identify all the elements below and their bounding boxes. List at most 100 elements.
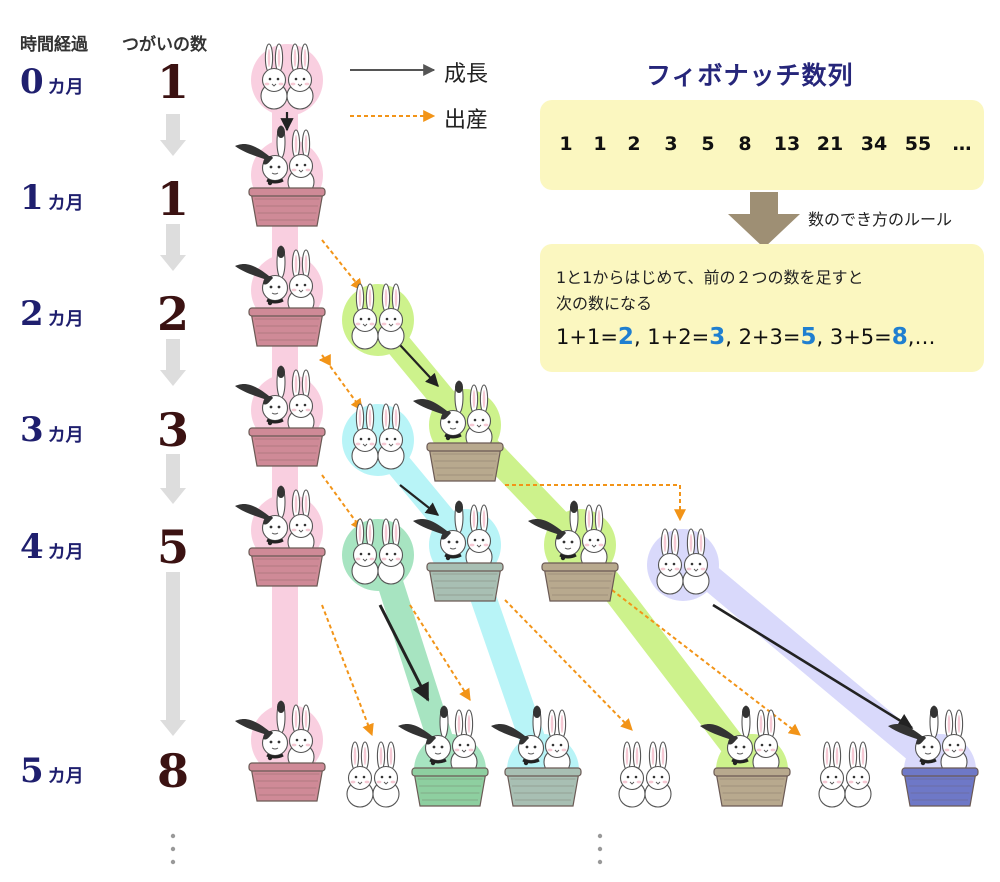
time-flow-arrow — [166, 339, 180, 372]
legend-birth-label: 出産 — [444, 108, 489, 133]
baby-rabbit-pair — [818, 741, 872, 808]
rule-formula: 1+1=2, 1+2=3, 2+3=5, 3+5=8,… — [556, 324, 935, 350]
month-number: 0 — [20, 62, 44, 102]
month-number: 1 — [20, 178, 44, 218]
basket-body — [506, 771, 580, 807]
adult-rabbit — [940, 709, 968, 776]
basket — [901, 767, 979, 807]
basket — [504, 767, 582, 807]
time-flow-arrow — [166, 224, 180, 257]
basket-body — [903, 771, 977, 807]
pair-circle — [342, 404, 414, 476]
pair-count-3: 3 — [156, 403, 189, 457]
sequence-term: 34 — [860, 133, 888, 155]
basket — [541, 562, 619, 602]
header-pair-count: つがいの数 — [122, 35, 207, 55]
sequence-term: … — [952, 133, 972, 155]
baby-rabbit — [644, 741, 672, 808]
baby-rabbit — [618, 741, 646, 808]
birth-arrow — [504, 599, 633, 731]
basket-body — [250, 431, 324, 467]
pair-count-5: 8 — [156, 744, 189, 798]
month-unit: カ月 — [47, 193, 84, 214]
time-flow-arrow — [166, 454, 180, 490]
time-flow-arrowhead — [160, 255, 186, 271]
basket-body — [428, 446, 502, 482]
basket-body — [250, 551, 324, 587]
basket-rim — [426, 562, 504, 572]
fibonacci-title: フィボナッチ数列 — [646, 61, 854, 90]
time-flow-arrow — [166, 572, 180, 722]
legend-growth-label: 成長 — [444, 62, 489, 87]
sequence-term: 2 — [627, 133, 641, 155]
baby-rabbit-pair — [346, 741, 400, 808]
basket-body — [428, 566, 502, 602]
sequence-box — [540, 100, 984, 190]
adult-rabbit — [450, 709, 478, 776]
adult-rabbit — [543, 709, 571, 776]
formula-part: 1+1= — [556, 325, 618, 349]
basket — [411, 767, 489, 807]
sequence-term: 1 — [593, 133, 607, 155]
birth-arrow — [611, 589, 801, 736]
baby-rabbit — [844, 741, 872, 808]
pair-count-4: 5 — [156, 520, 189, 574]
formula-result: 2 — [617, 324, 634, 350]
basket-rim — [248, 762, 326, 772]
pair-circle — [251, 44, 323, 116]
birth-arrow — [409, 604, 471, 702]
basket-body — [715, 771, 789, 807]
time-flow-arrow — [166, 114, 180, 142]
basket-body — [250, 311, 324, 347]
basket — [248, 762, 326, 802]
basket-rim — [248, 547, 326, 557]
baby-rabbit-pair — [618, 741, 672, 808]
birth-arrow — [321, 474, 363, 531]
month-unit: カ月 — [47, 542, 84, 563]
basket-rim — [248, 187, 326, 197]
adult-rabbit — [752, 709, 780, 776]
basket-body — [543, 566, 617, 602]
sequence-term: 3 — [664, 133, 678, 155]
continuation-dot — [597, 859, 603, 865]
growth-arrow — [712, 603, 914, 730]
sequence-term: 21 — [816, 133, 844, 155]
basket — [713, 767, 791, 807]
continuation-dot — [170, 833, 176, 839]
time-flow-arrowhead — [160, 488, 186, 504]
pair-circle — [647, 529, 719, 601]
formula-part: , 3+5= — [816, 325, 892, 349]
formula-result: 5 — [800, 324, 817, 350]
baby-rabbit — [346, 741, 374, 808]
continuation-dot — [170, 859, 176, 865]
month-number: 2 — [20, 294, 44, 334]
basket-rim — [411, 767, 489, 777]
continuation-dot — [597, 833, 603, 839]
basket-rim — [248, 307, 326, 317]
basket-body — [250, 766, 324, 802]
rule-line-2: 次の数になる — [556, 294, 653, 313]
rule-down-arrow — [728, 192, 800, 248]
month-number: 5 — [20, 751, 44, 791]
basket-rim — [541, 562, 619, 572]
pair-circle — [342, 284, 414, 356]
formula-part: , 1+2= — [633, 325, 710, 349]
birth-arrow — [505, 484, 686, 522]
formula-result: 3 — [709, 324, 726, 350]
basket — [426, 562, 504, 602]
sequence-term: 1 — [559, 133, 573, 155]
basket-body — [413, 771, 487, 807]
basket — [248, 547, 326, 587]
basket-rim — [713, 767, 791, 777]
rule-caption: 数のでき方のルール — [808, 210, 953, 229]
basket-body — [250, 191, 324, 227]
baby-rabbit — [372, 741, 400, 808]
birth-arrow — [321, 354, 363, 411]
basket-rim — [504, 767, 582, 777]
rule-line-1: 1と1からはじめて、前の２つの数を足すと — [556, 268, 864, 287]
baby-rabbit — [818, 741, 846, 808]
time-flow-arrowhead — [160, 720, 186, 736]
